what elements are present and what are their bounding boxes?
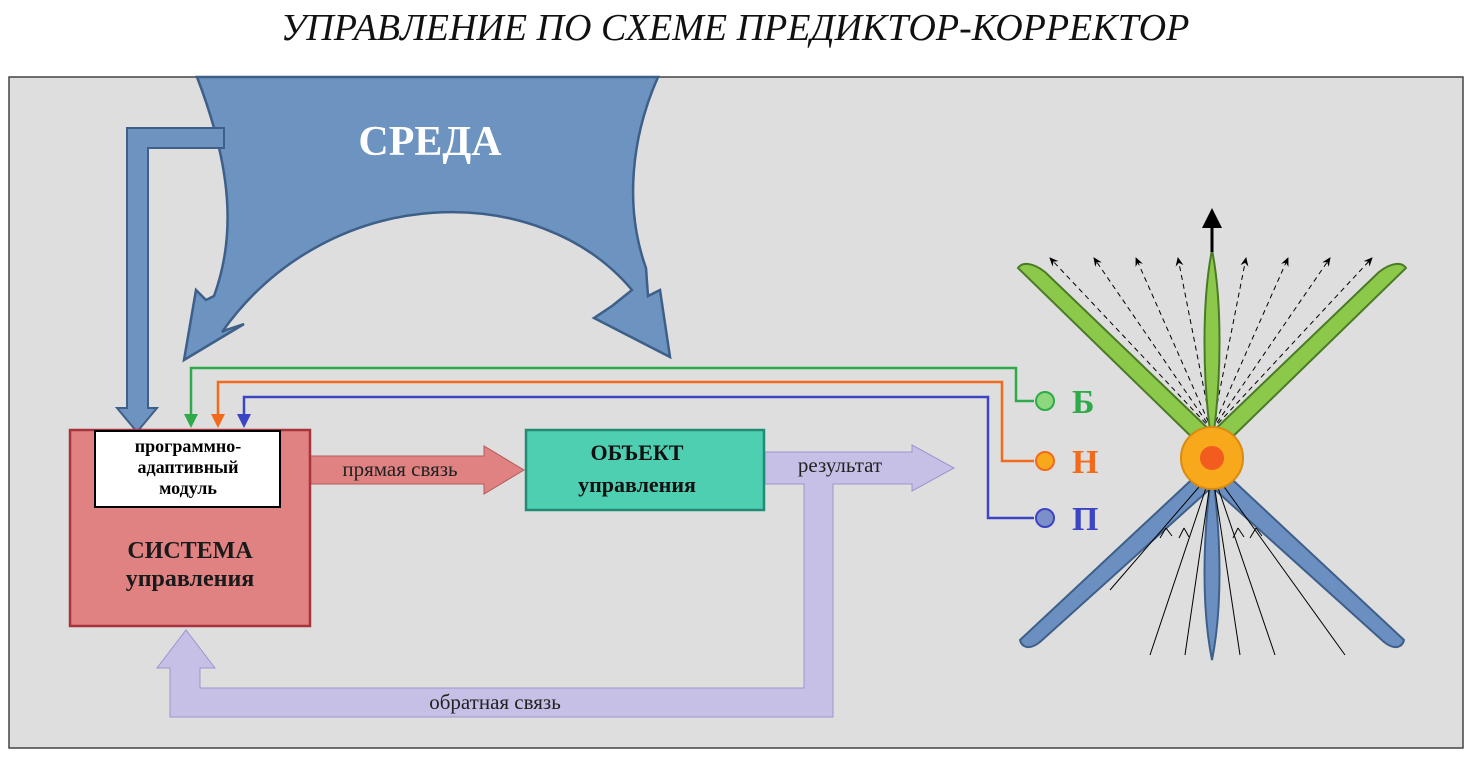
scenario-b: Б bbox=[1035, 384, 1094, 421]
scenario-n: Н bbox=[1035, 444, 1098, 481]
scenario-dot-b bbox=[1035, 391, 1055, 411]
scenario-p: П bbox=[1035, 501, 1098, 538]
core-inner bbox=[1200, 446, 1224, 470]
control-object-subtitle: управления bbox=[578, 472, 696, 497]
lower-rays bbox=[1109, 469, 1346, 656]
scenario-lines bbox=[184, 366, 1034, 520]
control-system-title: СИСТЕМА bbox=[127, 538, 253, 564]
control-object-title: ОБЪЕКТ bbox=[591, 440, 684, 465]
green-lobes bbox=[1016, 249, 1408, 452]
environment-shape: СРЕДА bbox=[114, 75, 672, 434]
blue-lobes bbox=[1018, 468, 1406, 661]
page-title: УПРАВЛЕНИЕ ПО СХЕМЕ ПРЕДИКТОР-КОРРЕКТОР bbox=[280, 7, 1190, 49]
scenario-line-p bbox=[242, 395, 1034, 520]
scenario-letter-p: П bbox=[1072, 501, 1098, 538]
scenario-dot-n bbox=[1035, 451, 1055, 471]
adaptive-module-box: программно- адаптивный модуль bbox=[94, 430, 281, 508]
scenario-arrowhead-p bbox=[237, 414, 251, 428]
scenario-arrowhead-b bbox=[184, 414, 198, 428]
upward-rays bbox=[1049, 257, 1373, 431]
control-object-box: ОБЪЕКТ управления bbox=[524, 428, 766, 512]
scenario-letter-n: Н bbox=[1072, 444, 1098, 481]
scenario-line-n bbox=[216, 380, 1034, 463]
control-system-subtitle: управления bbox=[126, 566, 255, 592]
direct-link-arrow: прямая связь bbox=[309, 445, 525, 495]
adaptive-module-line3: модуль bbox=[159, 478, 217, 498]
adaptive-module-line1: программно- bbox=[135, 436, 241, 456]
scenario-arrowhead-n bbox=[211, 414, 225, 428]
scenario-fan-diagram bbox=[1016, 208, 1408, 661]
result-label: результат bbox=[798, 453, 882, 477]
environment-label: СРЕДА bbox=[358, 119, 502, 165]
feedback-label: обратная связь bbox=[429, 690, 561, 714]
feedback-arrow: результат обратная связь bbox=[155, 444, 956, 718]
scenario-line-b bbox=[189, 366, 1034, 416]
environment-down-arrow bbox=[114, 127, 225, 434]
scenario-dot-p bbox=[1035, 508, 1055, 528]
adaptive-module-line2: адаптивный bbox=[138, 457, 239, 477]
direct-link-label: прямая связь bbox=[342, 457, 457, 481]
scenario-letter-b: Б bbox=[1072, 384, 1094, 421]
